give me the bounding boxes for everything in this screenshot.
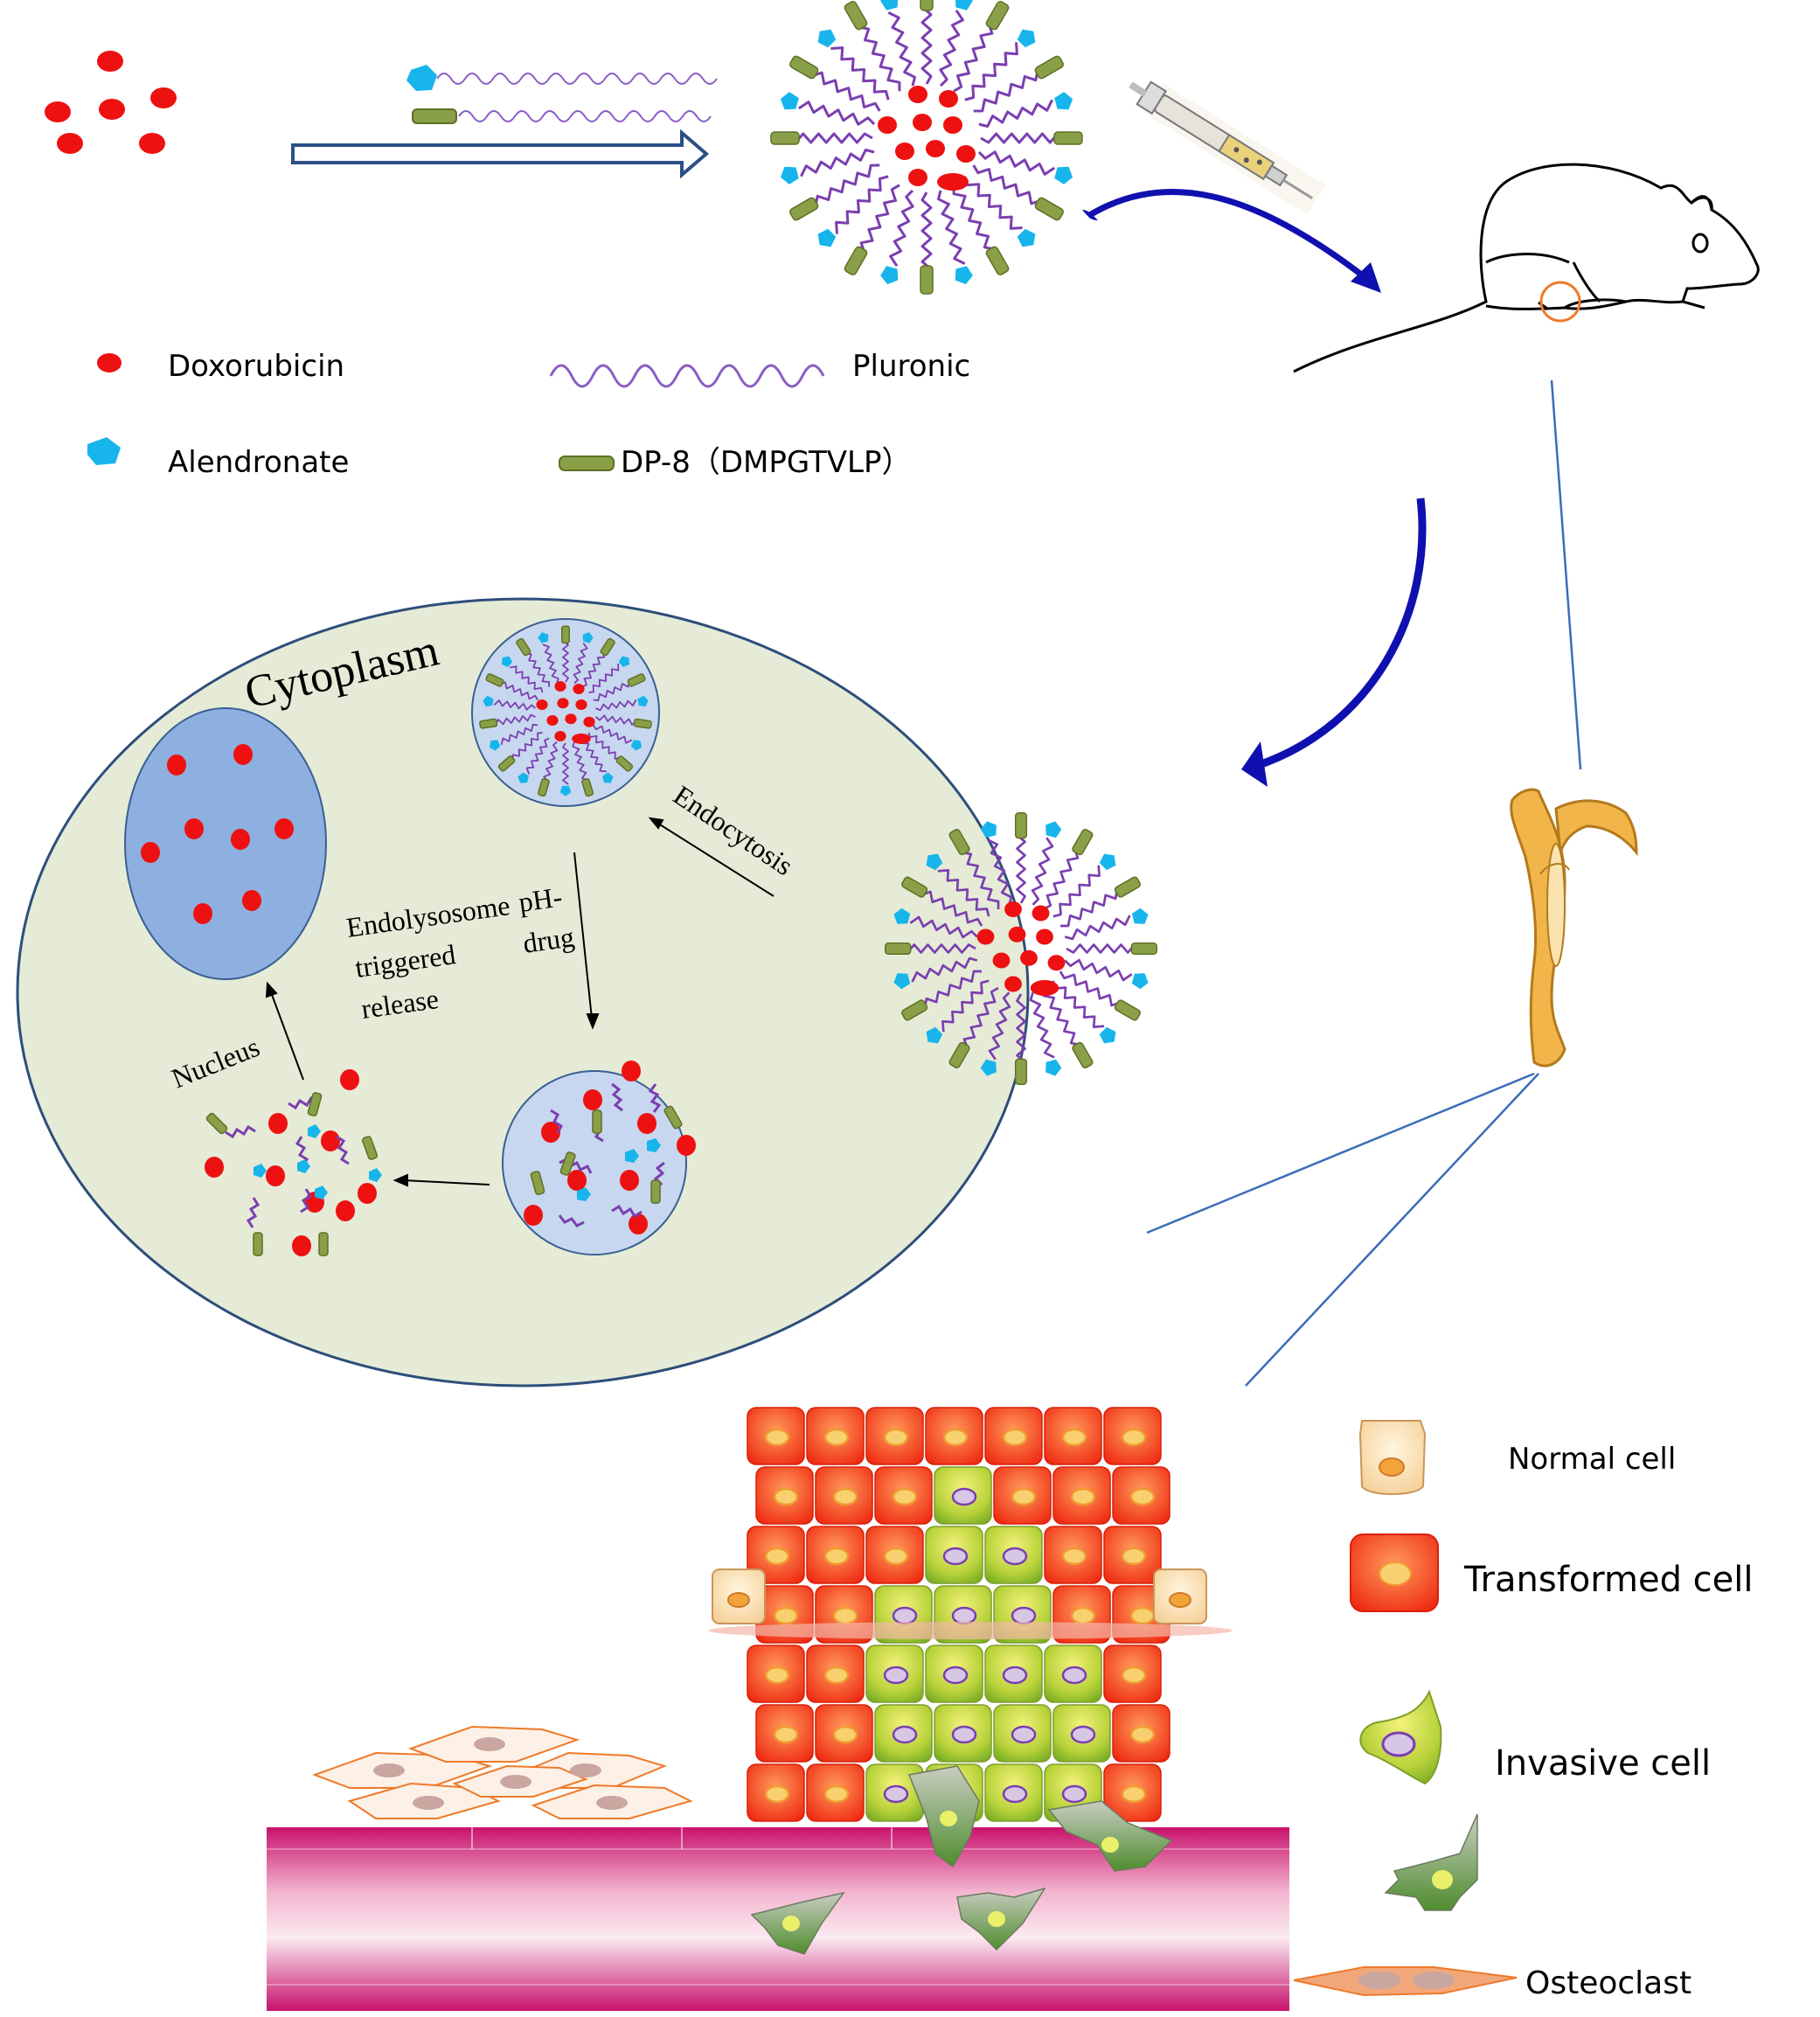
- endolysosome-contents: [524, 1061, 696, 1235]
- transformed-cell-label: Transformed cell: [1463, 1560, 1754, 1600]
- flow-arrow-injection: [1082, 188, 1381, 293]
- released-drug-cluster: [205, 1069, 382, 1256]
- reagents-pluronic-conjugates: [406, 65, 718, 124]
- endosome-micelle: [479, 625, 652, 797]
- legend-dp8-swatch: [559, 456, 615, 471]
- free-doxorubicin-cluster: [45, 51, 177, 154]
- ph-drug-label-line1: pH-: [517, 880, 564, 918]
- leader-lines: [1146, 379, 1582, 1387]
- ph-drug-label-line2: drug: [521, 921, 576, 959]
- pathway-arrows: [265, 817, 775, 1187]
- legend-alendronate-swatch: [87, 437, 121, 465]
- syringe-icon: [1129, 80, 1326, 215]
- normal-cell-label: Normal cell: [1508, 1442, 1676, 1477]
- invasive-cell-swatch-2: [1384, 1813, 1478, 1911]
- nucleus: [124, 707, 327, 980]
- cell-type-legend: Normal cell Transformed cell Invasive ce…: [1293, 1420, 1754, 2001]
- flow-arrow-to-cell: [1241, 497, 1427, 787]
- legend: Doxorubicin Pluronic Alendronate DP-8（DM…: [87, 349, 970, 480]
- bone-icon: [1510, 788, 1638, 1068]
- osteoclast-swatch: [1293, 1966, 1518, 1997]
- tumor-site-marker: [1539, 281, 1581, 323]
- mouse-icon: [1293, 163, 1760, 373]
- assembly-arrow: [291, 129, 710, 179]
- legend-doxorubicin-label: Doxorubicin: [168, 349, 344, 384]
- invasive-cell-label: Invasive cell: [1495, 1743, 1711, 1784]
- osteoclast-label: Osteoclast: [1525, 1965, 1691, 2001]
- intravasating-cells: [750, 1765, 1173, 1955]
- endosome-vesicle: [471, 618, 660, 807]
- legend-dp8-label: DP-8（DMPGTVLP）: [621, 445, 911, 480]
- legend-doxorubicin-swatch: [97, 353, 122, 372]
- micelle-nanoparticle: [770, 0, 1083, 295]
- legend-alendronate-label: Alendronate: [168, 445, 349, 480]
- tumor-mass: [708, 1407, 1233, 1822]
- normal-cell-swatch: [1358, 1420, 1427, 1495]
- membrane-micelle: [885, 812, 1157, 1085]
- legend-pluronic-label: Pluronic: [852, 349, 970, 384]
- legend-pluronic-swatch: [549, 364, 825, 388]
